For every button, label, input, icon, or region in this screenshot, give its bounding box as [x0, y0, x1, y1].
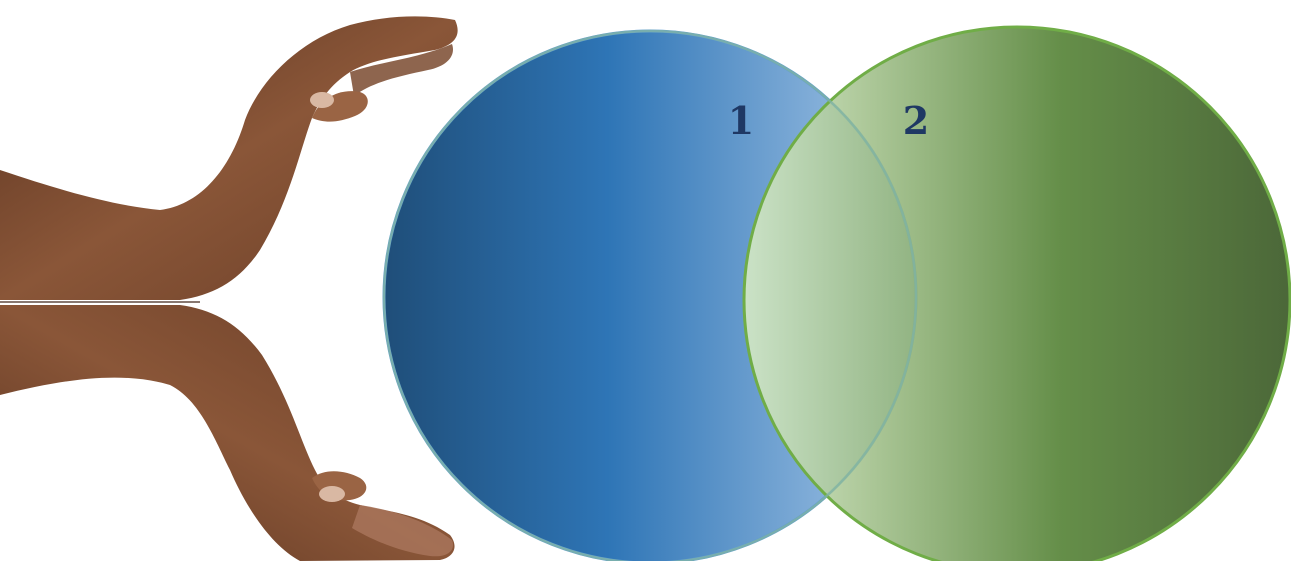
venn-circle-2[interactable]	[744, 27, 1290, 561]
venn-diagram: 1 2	[384, 27, 1290, 561]
venn-label-2: 2	[903, 98, 929, 143]
venn-label-1: 1	[728, 98, 754, 143]
lower-thumbnail	[319, 486, 345, 502]
upper-thumbnail	[310, 92, 334, 108]
